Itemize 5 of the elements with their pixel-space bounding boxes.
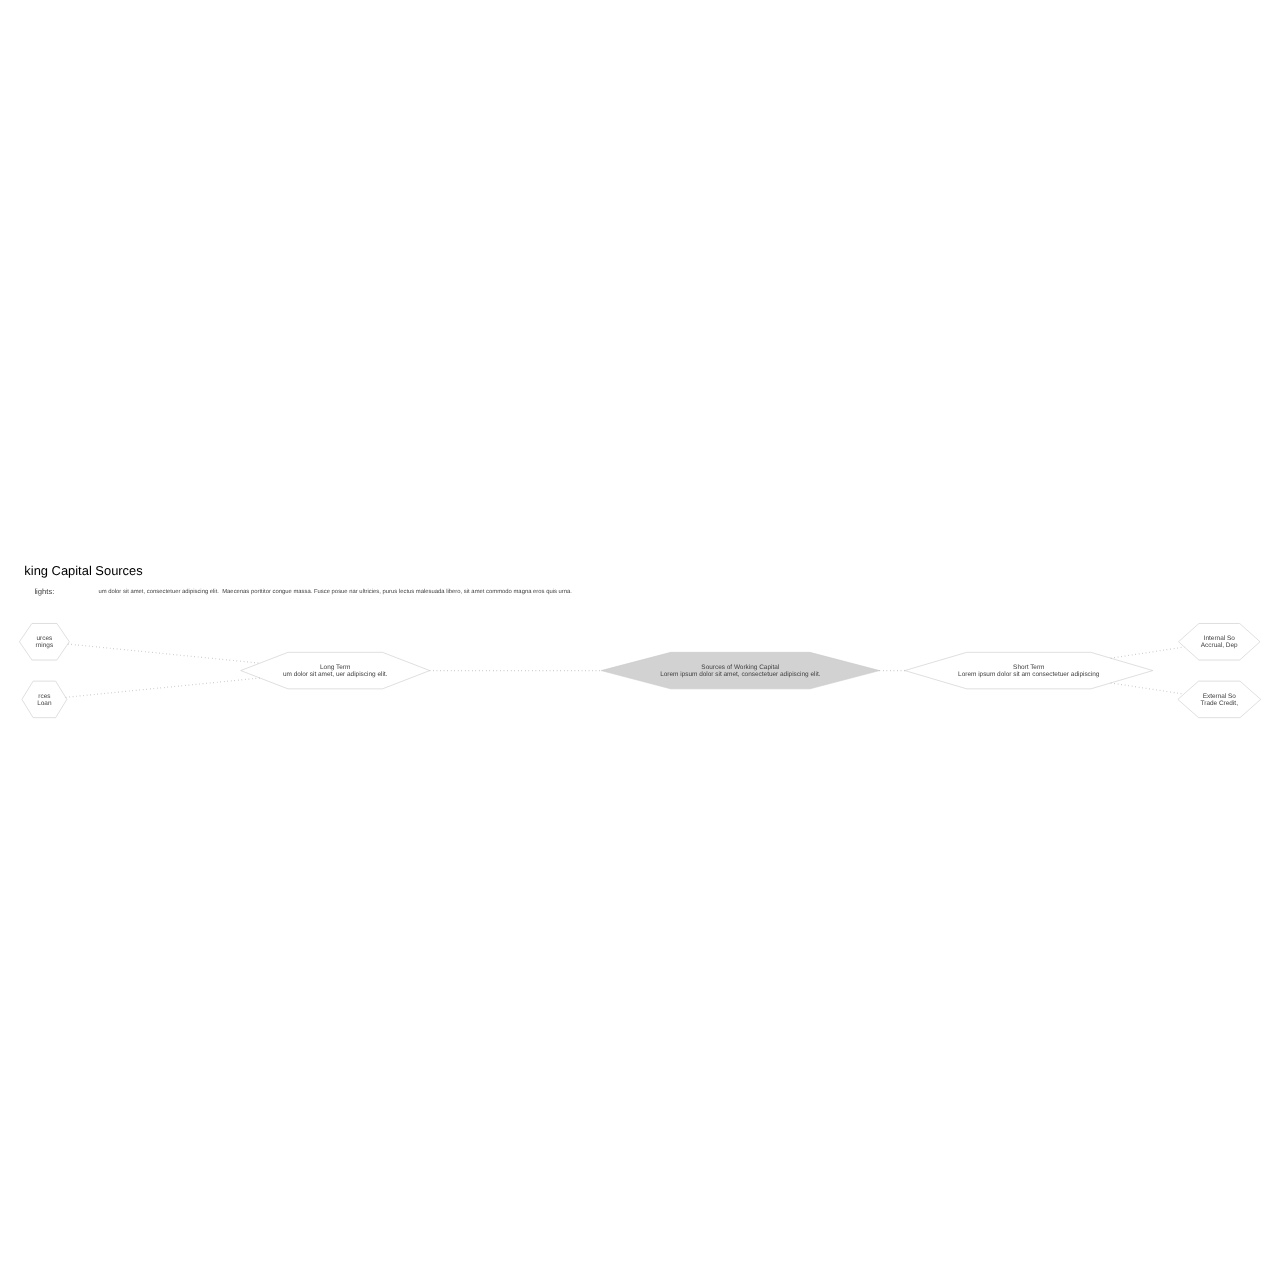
connector bbox=[1110, 682, 1185, 695]
connector bbox=[878, 670, 906, 672]
connector bbox=[1110, 646, 1185, 659]
connector bbox=[65, 677, 261, 698]
connector bbox=[67, 643, 261, 664]
